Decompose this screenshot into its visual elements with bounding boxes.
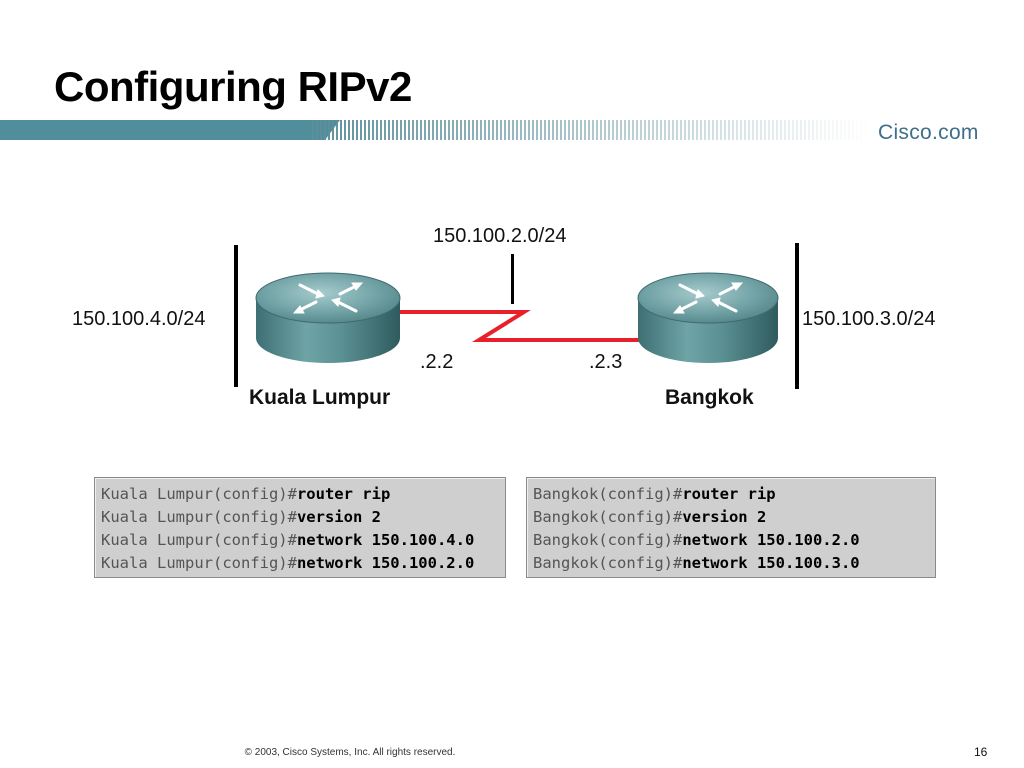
router-icon-bangkok bbox=[637, 272, 779, 363]
config-command: network 150.100.2.0 bbox=[296, 554, 475, 572]
config-command: network 150.100.2.0 bbox=[682, 531, 860, 549]
page-number: 16 bbox=[974, 745, 988, 759]
network-label-right: 150.100.3.0/24 bbox=[802, 308, 936, 330]
config-command: version 2 bbox=[682, 508, 767, 526]
copyright-footer: © 2003, Cisco Systems, Inc. All rights r… bbox=[244, 747, 456, 758]
config-prompt: Bangkok(config)# bbox=[533, 508, 683, 526]
config-box-kuala-lumpur: Kuala Lumpur(config)#router rip Kuala Lu… bbox=[94, 477, 506, 578]
config-prompt: Kuala Lumpur(config)# bbox=[101, 554, 297, 572]
interface-label-left: .2.2 bbox=[420, 351, 454, 373]
config-prompt: Bangkok(config)# bbox=[533, 531, 683, 549]
config-line: Bangkok(config)#network 150.100.3.0 bbox=[533, 552, 929, 575]
config-prompt: Kuala Lumpur(config)# bbox=[101, 485, 297, 503]
header-bar bbox=[0, 120, 870, 140]
config-line: Bangkok(config)#network 150.100.2.0 bbox=[533, 529, 929, 552]
config-box-bangkok: Bangkok(config)#router rip Bangkok(confi… bbox=[526, 477, 936, 578]
config-prompt: Bangkok(config)# bbox=[533, 554, 683, 572]
config-prompt: Bangkok(config)# bbox=[533, 485, 683, 503]
config-line: Kuala Lumpur(config)#router rip bbox=[101, 483, 499, 506]
network-label-middle: 150.100.2.0/24 bbox=[433, 225, 567, 247]
router-name-left: Kuala Lumpur bbox=[249, 386, 391, 409]
slide-title: Configuring RIPv2 bbox=[54, 63, 412, 110]
network-label-left: 150.100.4.0/24 bbox=[72, 308, 206, 330]
config-line: Bangkok(config)#router rip bbox=[533, 483, 929, 506]
config-command: router rip bbox=[296, 485, 391, 503]
config-prompt: Kuala Lumpur(config)# bbox=[101, 531, 297, 549]
cisco-logo: Cisco.com bbox=[878, 121, 979, 144]
lan-segment-left bbox=[234, 245, 238, 387]
config-command: router rip bbox=[682, 485, 776, 503]
config-line: Kuala Lumpur(config)#version 2 bbox=[101, 506, 499, 529]
router-icon-kuala-lumpur bbox=[255, 272, 401, 363]
config-line: Kuala Lumpur(config)#network 150.100.2.0 bbox=[101, 552, 499, 575]
serial-segment-marker bbox=[511, 254, 514, 304]
config-line: Kuala Lumpur(config)#network 150.100.4.0 bbox=[101, 529, 499, 552]
config-command: network 150.100.4.0 bbox=[296, 531, 475, 549]
config-command: version 2 bbox=[296, 508, 381, 526]
serial-link bbox=[398, 310, 640, 342]
router-name-right: Bangkok bbox=[665, 386, 754, 409]
config-prompt: Kuala Lumpur(config)# bbox=[101, 508, 297, 526]
lan-segment-right bbox=[795, 243, 799, 389]
config-line: Bangkok(config)#version 2 bbox=[533, 506, 929, 529]
config-command: network 150.100.3.0 bbox=[682, 554, 860, 572]
interface-label-right: .2.3 bbox=[589, 351, 623, 373]
